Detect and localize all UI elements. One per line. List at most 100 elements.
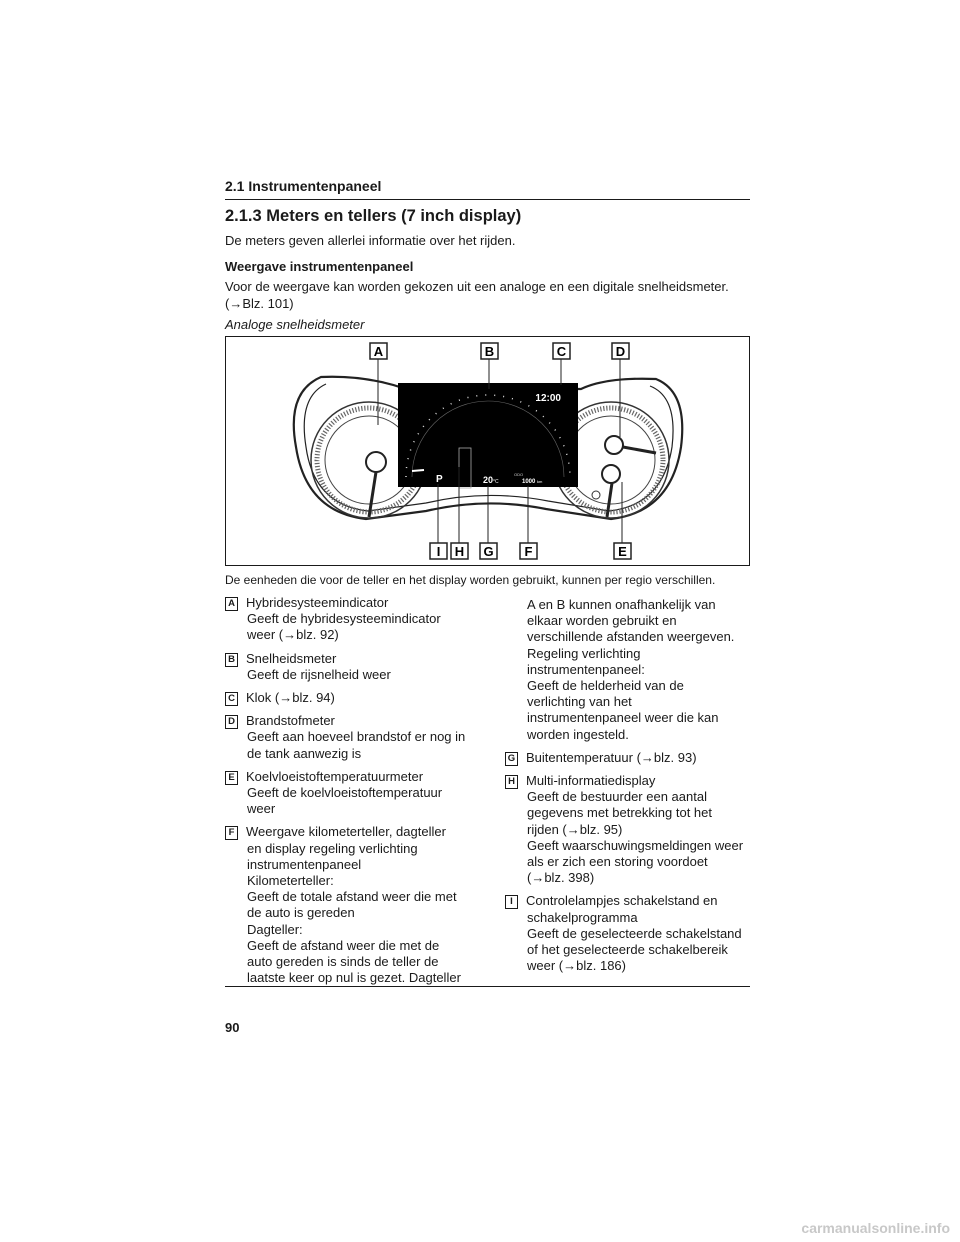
subheading: Weergave instrumentenpaneel <box>225 259 414 274</box>
page-number: 90 <box>225 1020 240 1035</box>
legend-line: Geeft de bestuurder een aantal <box>527 789 707 805</box>
callout-a: A <box>369 342 388 360</box>
legend-line: de auto is gereden <box>247 905 355 921</box>
left-dial-needle <box>367 471 378 518</box>
legend-line: als er zich een storing voordoet <box>527 854 708 870</box>
odometer-unit: km <box>537 479 543 484</box>
legend-title-h: Multi-informatiedisplay <box>526 773 656 789</box>
center-display <box>398 383 578 487</box>
legend-item-f: F Weergave kilometerteller, dagteller en … <box>225 824 480 986</box>
gear-indicator: P <box>436 474 443 485</box>
body-paragraph: Voor de weergave kan worden gekozen uit … <box>225 278 750 312</box>
callout-h: H <box>450 542 469 560</box>
speedometer-needle <box>411 469 425 472</box>
left-dial-hub <box>365 451 387 473</box>
intro-text: De meters geven allerlei informatie over… <box>225 233 516 248</box>
legend-item-d: D Brandstofmeter Geeft aan hoeveel brands… <box>225 713 480 762</box>
legend-line: auto gereden is sinds de teller de <box>247 954 439 970</box>
legend-line: instrumentenpaneel <box>247 856 362 872</box>
legend-right-column: A en B kunnen onafhankelijk van elkaar w… <box>505 597 755 981</box>
svg-text:B: B <box>485 344 494 359</box>
legend-line: verlichting van het <box>527 694 632 710</box>
callout-b: B <box>480 342 499 360</box>
svg-text:F: F <box>525 544 533 559</box>
legend-title-b: Snelheidsmeter <box>246 650 337 666</box>
legend-key-d: D <box>225 715 238 730</box>
callout-e: E <box>613 542 632 560</box>
legend-line: Regeling verlichting <box>527 645 641 661</box>
coolant-gauge-hub <box>601 464 621 484</box>
watermark: carmanualsonline.info <box>801 1220 950 1236</box>
legend-line: Geeft de geselecteerde schakelstand <box>527 925 742 941</box>
body-line-2: (→Blz. 101) <box>225 296 294 311</box>
outside-temp-unit: °C <box>493 479 499 485</box>
svg-text:C: C <box>557 344 567 359</box>
legend-line: worden ingesteld. <box>527 726 629 742</box>
callout-g: G <box>479 542 498 560</box>
figure-label: Analoge snelheidsmeter <box>225 317 365 332</box>
page-title: 2.1.3 Meters en tellers (7 inch display) <box>225 207 522 225</box>
indicator-dot <box>591 490 601 500</box>
cluster-inner-rim <box>303 383 674 512</box>
legend-title-i: Controlelampjes schakelstand en <box>526 893 718 909</box>
fuel-gauge-hub <box>604 435 624 455</box>
cluster-illustration: 12:00 P 20 °C ODO 1000 km A B C D I H G … <box>292 342 684 560</box>
odometer-label: ODO <box>514 472 523 477</box>
section-header: 2.1 Instrumentenpaneel <box>225 178 382 194</box>
legend-line: verschillende afstanden weergeven. <box>527 629 735 645</box>
legend-title-g: Buitentemperatuur (→blz. 93) <box>526 749 697 765</box>
legend-key-g: G <box>505 751 518 766</box>
legend-line: en display regeling verlichting <box>247 840 418 856</box>
legend-line: gegevens met betrekking tot het <box>527 805 713 821</box>
section-divider <box>225 199 750 200</box>
odometer-value: 1000 <box>522 479 536 485</box>
legend-line: Kilometerteller: <box>247 873 334 889</box>
legend-line: Geeft de afstand weer die met de <box>247 937 440 953</box>
legend-title-d: Brandstofmeter <box>246 713 335 729</box>
legend-line: Geeft de hybridesysteemindicator <box>247 611 441 627</box>
clock-readout: 12:00 <box>535 393 561 404</box>
legend-key-i: I <box>505 895 518 910</box>
legend-item-h: H Multi-informatiedisplay Geeft de bestuu… <box>505 773 755 886</box>
footer-divider <box>225 986 750 987</box>
instrument-cluster-figure: 12:00 P 20 °C ODO 1000 km A B C D I H G … <box>225 336 750 566</box>
legend-title-f: Weergave kilometerteller, dagteller <box>246 824 446 840</box>
legend-line: A en B kunnen onafhankelijk van <box>527 597 716 612</box>
legend-line: weer <box>247 801 276 817</box>
svg-text:H: H <box>455 544 464 559</box>
legend-key-b: B <box>225 652 238 667</box>
legend-line: instrumentenpaneel weer die kan <box>527 710 719 726</box>
outside-temp-value: 20 <box>483 475 493 485</box>
callout-f: F <box>519 542 538 560</box>
legend-key-a: A <box>225 597 238 611</box>
legend-key-c: C <box>225 692 238 707</box>
callout-d: D <box>611 342 630 360</box>
legend-title-c: Klok (→blz. 94) <box>246 690 335 706</box>
legend-key-f: F <box>225 826 238 841</box>
legend-line: weer (→blz. 92) <box>247 627 339 643</box>
legend-key-h: H <box>505 775 518 790</box>
svg-text:I: I <box>437 544 441 559</box>
legend-item-g: G Buitentemperatuur (→blz. 93) <box>505 750 755 766</box>
legend-line: Geeft aan hoeveel brandstof er nog in <box>247 729 466 745</box>
legend-line: Geeft waarschuwingsmeldingen weer <box>527 837 744 853</box>
legend-item-b: B Snelheidsmeter Geeft de rijsnelheid wee… <box>225 651 480 683</box>
legend-line: rijden (→blz. 95) <box>527 821 623 837</box>
svg-text:A: A <box>374 344 384 359</box>
svg-text:G: G <box>483 544 493 559</box>
legend-line: Geeft de helderheid van de <box>527 678 684 694</box>
legend-line: Geeft de rijsnelheid weer <box>247 666 391 682</box>
legend-line: of het geselecteerde schakelbereik <box>527 942 728 958</box>
legend-line: de tank aanwezig is <box>247 745 362 761</box>
fuel-gauge-needle <box>622 445 657 455</box>
legend-line: Geeft de totale afstand weer die met <box>247 889 457 905</box>
legend-line: Geeft de koelvloeistoftemperatuur <box>247 785 443 801</box>
body-line-1: Voor de weergave kan worden gekozen uit … <box>225 279 729 294</box>
legend-item-f-continued: A en B kunnen onafhankelijk van elkaar w… <box>505 597 755 743</box>
speedometer-inner-arc <box>411 400 565 478</box>
legend-line: (→blz. 398) <box>527 870 595 886</box>
svg-text:D: D <box>616 344 625 359</box>
